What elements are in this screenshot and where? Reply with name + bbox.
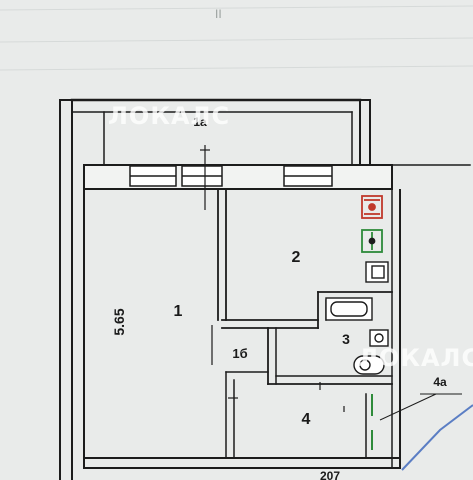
room-4-label: 4	[302, 411, 311, 428]
bathtub-icon	[325, 297, 373, 321]
top-margin-text: II	[215, 7, 222, 21]
door-ticks	[211, 325, 345, 412]
room-3-label: 3	[342, 331, 350, 347]
room-1-label: 1	[174, 303, 183, 320]
dimension-left: 5.65	[111, 308, 127, 335]
walls	[59, 98, 471, 480]
room-4a-label: 4a	[433, 375, 447, 389]
paper-texture	[0, 5, 473, 71]
toilet-icon	[353, 355, 385, 375]
balcony-label: 1a	[193, 115, 207, 129]
room-2-label: 2	[292, 249, 301, 266]
room-1b-label: 1б	[232, 346, 247, 361]
stove-icon	[361, 195, 383, 219]
kitchen-sink-icon	[361, 229, 383, 253]
watermark-right: ЛОКАЛС	[358, 344, 473, 372]
balcony-door	[200, 145, 210, 210]
watermark-top: ЛОКАЛС	[108, 102, 230, 130]
dimension-bottom: 207	[320, 469, 340, 480]
sink-icon	[365, 261, 389, 347]
windows	[129, 165, 333, 187]
blue-pen-line	[401, 404, 473, 471]
pointer-4a	[379, 393, 462, 421]
